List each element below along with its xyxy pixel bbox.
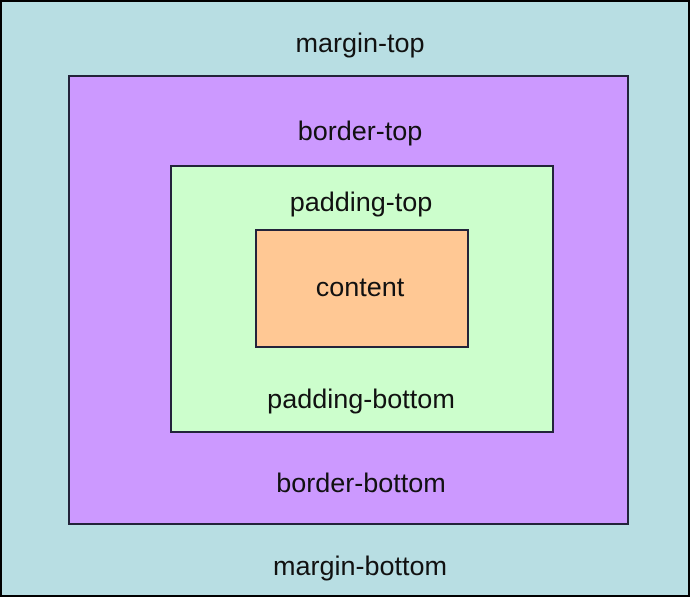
border-top-label: border-top [297,116,423,146]
border-area [68,75,629,525]
padding-bottom-label: padding-bottom [267,384,455,414]
border-bottom-label: border-bottom [276,468,446,498]
padding-top-label: padding-top [289,187,433,217]
content-area [255,229,469,348]
margin-top-label: margin-top [295,28,425,58]
margin-bottom-label: margin-bottom [272,551,448,581]
content-label: content [315,272,405,302]
padding-area [170,165,554,433]
